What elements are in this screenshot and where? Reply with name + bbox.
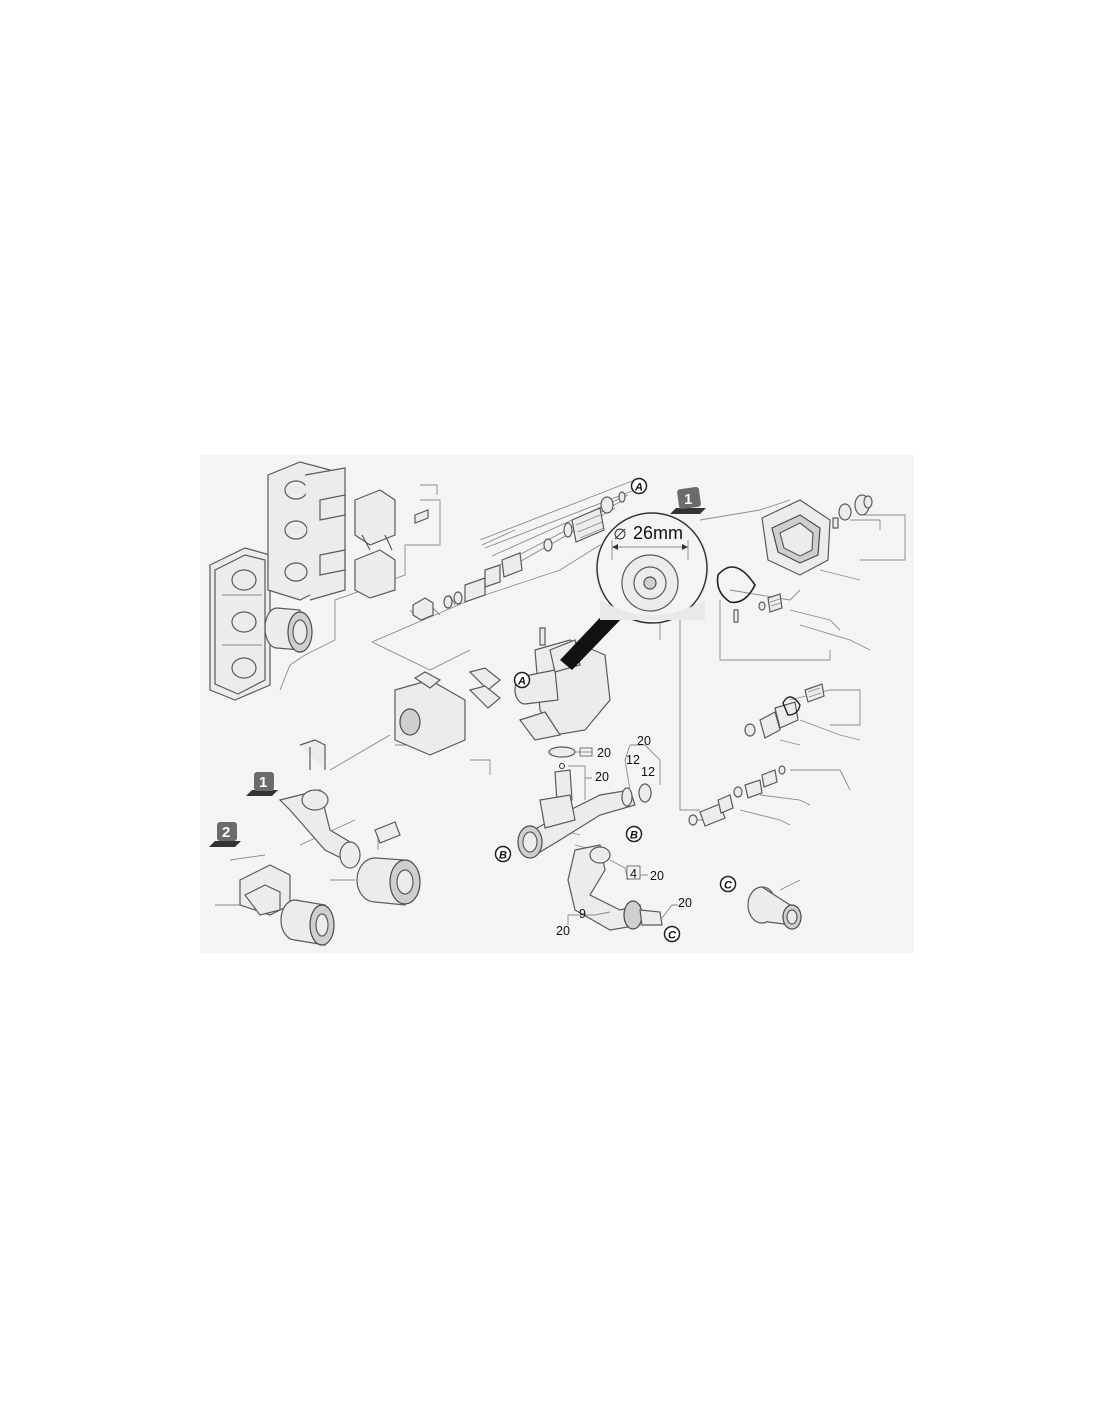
callout-9-20: 9 20 xyxy=(556,907,611,938)
badge-2-left: 2 xyxy=(209,822,241,847)
check-valve-stack xyxy=(412,491,626,621)
diagram-canvas: 26mm xyxy=(209,461,906,946)
svg-text:B: B xyxy=(630,830,638,842)
seal-gasket xyxy=(716,566,756,623)
badge-1-top: 1 xyxy=(670,486,706,514)
cylinder-sleeve xyxy=(264,607,313,653)
svg-text:20: 20 xyxy=(595,770,609,784)
unloader-valve xyxy=(744,683,825,739)
callout-20-pin: 20 xyxy=(568,765,609,800)
svg-text:1: 1 xyxy=(259,774,267,791)
outlet-elbow xyxy=(567,844,663,931)
motor-flange xyxy=(374,671,466,844)
svg-text:12: 12 xyxy=(641,765,655,779)
marker-b-left: B xyxy=(494,845,512,863)
spring-small xyxy=(758,593,783,613)
diameter-label: 26mm xyxy=(633,523,683,543)
marker-b-right: B xyxy=(625,825,643,843)
valve-bracket xyxy=(354,489,429,599)
pressure-switch-parts xyxy=(688,765,786,827)
inlet-filter xyxy=(356,857,421,906)
svg-text:A: A xyxy=(517,676,526,688)
svg-text:2: 2 xyxy=(222,824,230,841)
callout-20-right: 20 xyxy=(661,896,692,919)
inlet-elbow xyxy=(278,789,361,869)
svg-text:20: 20 xyxy=(650,869,664,883)
callout-20-oring: 20 xyxy=(576,746,611,760)
detail-pointer xyxy=(560,605,625,670)
svg-text:4: 4 xyxy=(630,867,637,881)
svg-text:B: B xyxy=(499,850,507,862)
bypass-valve-housing xyxy=(761,494,873,576)
svg-text:C: C xyxy=(668,930,677,942)
marker-c-elbow: C xyxy=(663,925,681,943)
svg-text:20: 20 xyxy=(637,734,651,748)
svg-text:C: C xyxy=(724,880,733,892)
callout-4-20: 4 20 xyxy=(609,859,664,883)
clip-pin xyxy=(299,739,326,770)
svg-text:20: 20 xyxy=(678,896,692,910)
pump-head-body xyxy=(468,627,611,741)
marker-a-body: A xyxy=(513,671,531,689)
valve-housing-plate xyxy=(209,547,271,701)
pump-cover-plate xyxy=(267,461,346,601)
detail-magnifier: 26mm xyxy=(596,512,708,624)
svg-text:A: A xyxy=(634,482,643,494)
inlet-elbow-alt xyxy=(239,864,291,916)
exploded-parts-diagram: 26mm xyxy=(200,455,914,953)
svg-text:20: 20 xyxy=(556,924,570,938)
svg-text:9: 9 xyxy=(579,907,586,921)
inlet-filter-alt xyxy=(280,899,335,946)
outlet-manifold xyxy=(517,746,652,859)
svg-text:20: 20 xyxy=(597,746,611,760)
outlet-adapter-c xyxy=(747,886,802,930)
svg-text:1: 1 xyxy=(684,491,692,508)
badge-1-left: 1 xyxy=(246,772,278,796)
marker-c-adapter: C xyxy=(719,875,737,893)
callout-12-group: 20 12 12 xyxy=(624,734,661,791)
svg-text:12: 12 xyxy=(626,753,640,767)
marker-a-top: A xyxy=(630,477,648,495)
